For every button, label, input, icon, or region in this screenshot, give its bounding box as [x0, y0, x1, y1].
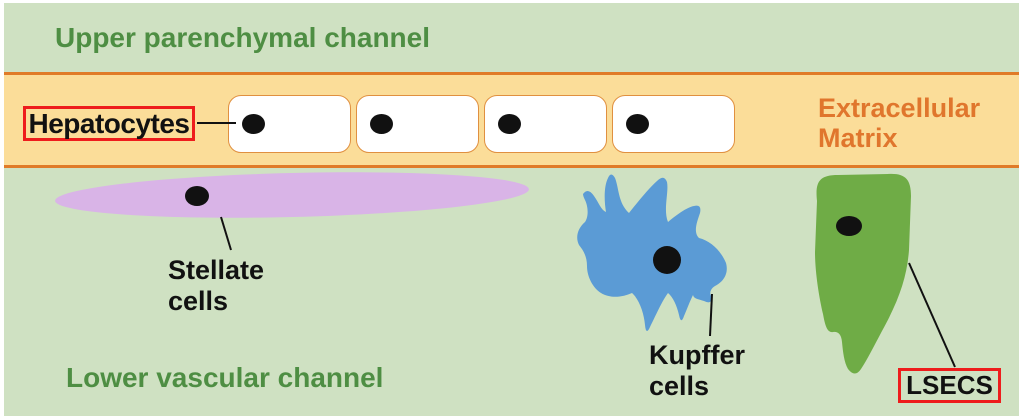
kupffer-cells-label: Kupffer cells [649, 340, 745, 402]
stellate-nucleus [185, 186, 209, 206]
stellate-cell-shape [55, 172, 529, 218]
upper-parenchymal-channel-band [4, 3, 1019, 72]
hepatocyte-nucleus [370, 114, 393, 134]
stellate-leader-line [220, 216, 232, 251]
hepatocyte-cell [356, 95, 479, 153]
kupffer-cell-shape [577, 174, 727, 332]
hepatocytes-label-box: Hepatocytes [23, 106, 195, 141]
ecm-label-line2: Matrix [818, 123, 898, 153]
kupffer-leader-line [709, 293, 713, 337]
kupffer-nucleus [653, 246, 681, 274]
hepatocytes-label: Hepatocytes [28, 107, 190, 139]
upper-channel-title: Upper parenchymal channel [55, 22, 431, 53]
stellate-label-line2: cells [168, 286, 229, 316]
stellate-cells-label: Stellate cells [168, 255, 264, 317]
lsec-nucleus [836, 216, 862, 236]
extracellular-matrix-label: Extracellular Matrix [818, 93, 980, 153]
ecm-label-line1: Extracellular [818, 93, 981, 123]
hepatocyte-nucleus [626, 114, 649, 134]
hepatocyte-nucleus [498, 114, 521, 134]
hepatocyte-nucleus [242, 114, 265, 134]
lsec-cell-shape [815, 173, 911, 374]
hepatocyte-cell [484, 95, 607, 153]
kupffer-label-line2: cells [649, 371, 710, 401]
kupffer-label-line1: Kupffer [649, 340, 745, 370]
stellate-label-line1: Stellate [168, 255, 265, 285]
lsecs-label: LSECS [906, 370, 993, 400]
lower-channel-title: Lower vascular channel [66, 362, 384, 393]
hepatocyte-cell [612, 95, 735, 153]
lsecs-label-box: LSECS [898, 368, 1001, 403]
lsecs-leader-line [908, 262, 956, 368]
hepatocytes-row [228, 95, 735, 153]
